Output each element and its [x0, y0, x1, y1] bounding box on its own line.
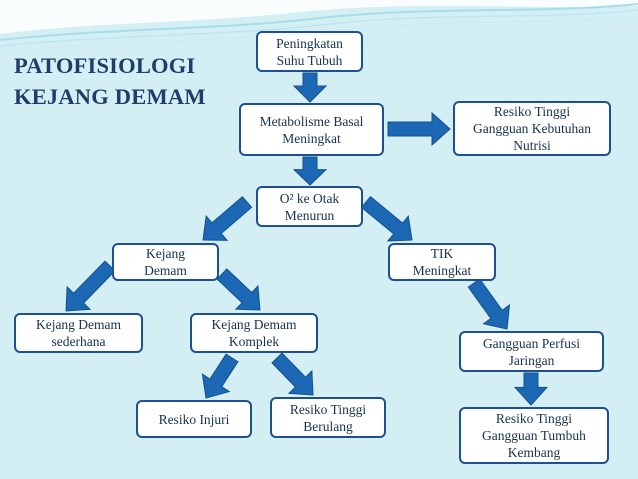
node-line: Kejang Demam — [35, 317, 122, 332]
node-line: Demam — [144, 263, 187, 278]
node-peningkatan-suhu: Peningkatan Suhu Tubuh — [256, 31, 363, 72]
node-gangguan-tumbuh-kembang: Resiko Tinggi Gangguan Tumbuh Kembang — [459, 407, 609, 464]
arrow-komplek-to-berulang — [271, 352, 314, 396]
node-resiko-injuri: Resiko Injuri — [136, 400, 252, 438]
node-line: Komplek — [228, 334, 280, 349]
node-metabolisme-basal: Metabolisme Basal Meningkat — [239, 103, 384, 156]
arrow-suhu-to-metabolisme — [292, 72, 328, 103]
arrow-kejang-to-sederhana — [65, 260, 116, 312]
node-line: Kejang — [146, 246, 185, 261]
arrow-metabolisme-to-nutrisi — [387, 111, 451, 147]
arrow-otak-to-kejang — [202, 195, 253, 241]
arrow-kejang-to-komplek — [216, 268, 261, 311]
node-line: O² ke Otak — [279, 190, 340, 206]
node-kejang-sederhana: Kejang Demam sederhana — [14, 313, 143, 353]
node-kejang-demam: Kejang Demam — [112, 243, 219, 281]
node-line: Meningkat — [282, 130, 341, 146]
node-kejang-komplek: Kejang Demam Komplek — [190, 313, 318, 353]
node-line: Resiko Tinggi — [493, 104, 571, 119]
node-line: Resiko Tinggi — [495, 411, 573, 426]
arrow-otak-to-tik — [360, 195, 413, 242]
node-line: Suhu Tubuh — [276, 52, 343, 68]
slide-title: PATOFISIOLOGI KEJANG DEMAM — [14, 50, 206, 112]
arrow-perfusi-to-kembang — [513, 372, 549, 406]
node-resiko-berulang: Resiko Tinggi Berulang — [270, 397, 386, 438]
node-gangguan-perfusi: Gangguan Perfusi Jaringan — [459, 331, 604, 372]
node-line: Menurun — [284, 207, 335, 223]
node-line: Metabolisme Basal — [259, 113, 364, 129]
node-line: Peningkatan — [276, 35, 343, 51]
node-line: Jaringan — [508, 352, 555, 368]
arrow-metabolisme-to-otak — [292, 156, 328, 186]
title-line-1: PATOFISIOLOGI — [14, 53, 196, 78]
node-line: Resiko Injuri — [158, 411, 230, 427]
node-line: Kembang — [507, 445, 561, 460]
node-resiko-nutrisi: Resiko Tinggi Gangguan Kebutuhan Nutrisi — [453, 101, 611, 156]
node-line: Gangguan Tumbuh — [482, 428, 586, 443]
node-o2-otak: O² ke Otak Menurun — [256, 186, 363, 227]
node-line: Gangguan Perfusi — [482, 335, 581, 351]
node-line: Berulang — [303, 418, 353, 434]
node-line: TIK — [430, 246, 454, 261]
node-line: Meningkat — [412, 263, 472, 278]
node-line: Nutrisi — [513, 138, 551, 153]
node-line: Kejang Demam — [211, 317, 297, 332]
node-line: sederhana — [51, 334, 106, 349]
arrow-tik-to-perfusi — [467, 278, 511, 330]
title-line-2: KEJANG DEMAM — [14, 84, 206, 109]
node-line: Resiko Tinggi — [289, 401, 367, 417]
arrow-komplek-to-injuri — [201, 353, 239, 399]
node-tik-meningkat: TIK Meningkat — [388, 243, 496, 281]
node-line: Gangguan Kebutuhan — [472, 121, 592, 136]
